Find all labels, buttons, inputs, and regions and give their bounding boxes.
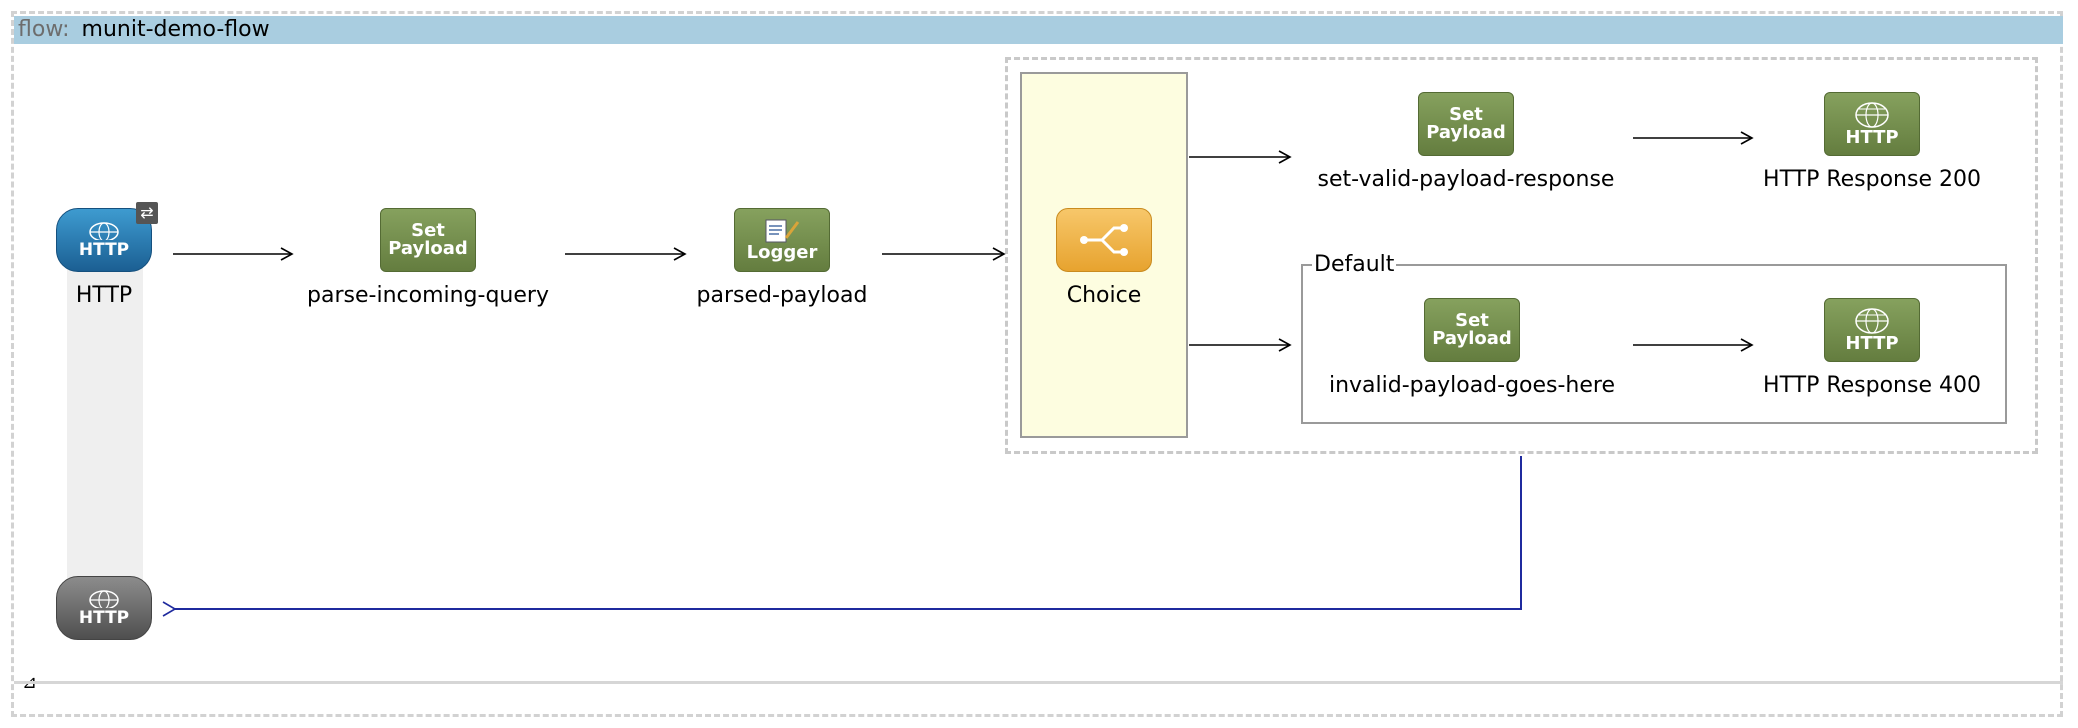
canvas-bottom-rule [14,681,2063,684]
choice-icon [1080,224,1128,256]
globe-icon [1855,308,1889,334]
choice-label: Choice [1066,283,1142,308]
logger-icon-text: Logger [746,242,818,263]
http-response-200-node[interactable]: HTTP [1824,92,1920,156]
flow-name: munit-demo-flow [81,17,270,42]
set-payload-icon-line2: Payload [388,238,468,259]
swap-icon[interactable]: ⇄ [136,202,158,224]
choice-scope [1005,57,2038,454]
return-path-line [162,456,1522,617]
http-listener-icon-text: HTTP [78,240,130,260]
http-response-400-node[interactable]: HTTP [1824,298,1920,362]
globe-icon [1855,102,1889,128]
default-route-label: Default [1312,252,1397,277]
choice-node[interactable] [1056,208,1152,272]
default-route-box[interactable] [1301,264,2007,424]
flow-keyword: flow: [18,17,70,42]
set-payload-icon-line1: Set [1455,310,1489,331]
http-200-icon-text: HTTP [1845,127,1899,148]
set-payload-node-parse[interactable]: Set Payload [380,208,476,272]
set-valid-payload-response-label: set-valid-payload-response [1317,167,1615,192]
globe-icon [89,222,119,240]
set-payload-node-valid[interactable]: Set Payload [1418,92,1514,156]
flow-canvas [11,11,2063,717]
parse-incoming-query-label: parse-incoming-query [307,283,549,308]
http-response-200-label: HTTP Response 200 [1763,167,1981,192]
http-response-icon-text: HTTP [78,608,130,628]
source-lane [67,240,143,620]
invalid-payload-goes-here-label: invalid-payload-goes-here [1328,373,1616,398]
logger-icon [765,219,800,243]
http-400-icon-text: HTTP [1845,333,1899,354]
set-payload-icon-line2: Payload [1426,122,1506,143]
set-payload-icon-line2: Payload [1432,328,1512,349]
set-payload-node-invalid[interactable]: Set Payload [1424,298,1520,362]
globe-icon [89,590,119,608]
flow-header[interactable]: flow: munit-demo-flow [14,16,2063,44]
set-payload-icon-line1: Set [1449,104,1483,125]
http-listener-label: HTTP [75,283,133,308]
set-payload-icon-line1: Set [411,220,445,241]
http-listener-response-node[interactable]: HTTP [56,576,152,640]
logger-node[interactable]: Logger [734,208,830,272]
http-response-400-label: HTTP Response 400 [1763,373,1981,398]
parsed-payload-label: parsed-payload [696,283,868,308]
